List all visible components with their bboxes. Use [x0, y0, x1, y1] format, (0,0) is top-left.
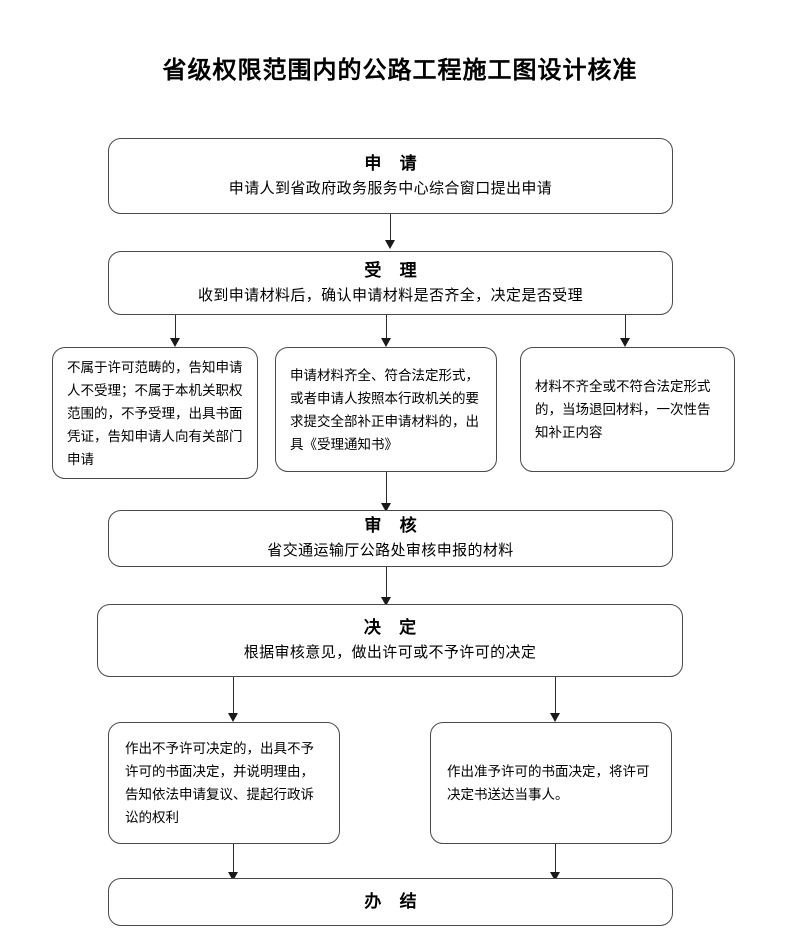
arrowhead-decide-to-deny	[228, 713, 238, 722]
connector-branch-middle-to-review	[386, 472, 388, 507]
node-branch-left-text: 不属于许可范畴的，告知申请人不受理；不属于本机关职权范围的，不予受理，出具书面凭…	[67, 359, 243, 467]
connector-accept-to-branch-middle	[386, 315, 388, 340]
node-accept-text: 收到申请材料后，确认申请材料是否齐全，决定是否受理	[197, 287, 583, 304]
connector-apply-to-accept	[390, 214, 392, 242]
arrowhead-review-to-decide	[381, 597, 391, 606]
page-title: 省级权限范围内的公路工程施工图设计核准	[162, 57, 638, 84]
node-decide: 决 定 根据审核意见，做出许可或不予许可的决定	[97, 604, 683, 677]
node-deny: 作出不予许可决定的，出具不予许可的书面决定，并说明理由，告知依法申请复议、提起行…	[108, 722, 340, 844]
node-branch-right-text: 材料不齐全或不符合法定形式的，当场退回材料，一次性告知补正内容	[535, 379, 711, 440]
node-grant: 作出准予许可的书面决定，将许可决定书送达当事人。	[430, 722, 672, 844]
arrowhead-deny-to-finish	[228, 872, 238, 881]
node-apply-text: 申请人到省政府政务服务中心综合窗口提出申请	[228, 180, 553, 197]
node-accept-header: 受 理	[364, 260, 424, 280]
node-finish: 办 结	[108, 878, 673, 926]
node-decide-text: 根据审核意见，做出许可或不予许可的决定	[243, 645, 537, 661]
connector-accept-to-branch-left	[175, 315, 177, 340]
node-finish-header: 办 结	[364, 892, 424, 911]
node-decide-header: 决 定	[363, 618, 424, 637]
arrowhead-accept-to-branch-middle	[381, 338, 391, 347]
node-branch-left: 不属于许可范畴的，告知申请人不受理；不属于本机关职权范围的，不予受理，出具书面凭…	[52, 347, 258, 479]
connector-grant-to-finish	[555, 844, 557, 875]
node-review-header: 审 核	[364, 516, 424, 535]
node-review-text: 省交通运输厅公路处审核申报的材料	[267, 543, 514, 559]
node-grant-text: 作出准予许可的书面决定，将许可决定书送达当事人。	[447, 764, 650, 802]
arrowhead-accept-to-branch-right	[620, 338, 630, 347]
node-branch-right: 材料不齐全或不符合法定形式的，当场退回材料，一次性告知补正内容	[520, 347, 735, 472]
arrowhead-grant-to-finish	[550, 872, 560, 881]
node-branch-middle: 申请材料齐全、符合法定形式，或者申请人按照本行政机关的要求提交全部补正申请材料的…	[275, 347, 497, 472]
arrowhead-accept-to-branch-left	[170, 338, 180, 347]
connector-review-to-decide	[386, 567, 388, 600]
arrowhead-decide-to-grant	[550, 713, 560, 722]
node-accept: 受 理 收到申请材料后，确认申请材料是否齐全，决定是否受理	[108, 251, 673, 315]
connector-decide-to-deny	[233, 677, 235, 716]
connector-accept-to-branch-right	[625, 315, 627, 340]
node-deny-text: 作出不予许可决定的，出具不予许可的书面决定，并说明理由，告知依法申请复议、提起行…	[125, 741, 314, 825]
arrowhead-branch-middle-to-review	[381, 503, 391, 512]
node-branch-middle-text: 申请材料齐全、符合法定形式，或者申请人按照本行政机关的要求提交全部补正申请材料的…	[290, 367, 479, 452]
arrowhead-apply-to-accept	[385, 240, 395, 249]
node-apply: 申 请 申请人到省政府政务服务中心综合窗口提出申请	[108, 138, 673, 214]
connector-decide-to-grant	[555, 677, 557, 716]
node-review: 审 核 省交通运输厅公路处审核申报的材料	[108, 510, 673, 567]
connector-deny-to-finish	[233, 844, 235, 875]
node-apply-header: 申 请	[364, 153, 424, 173]
